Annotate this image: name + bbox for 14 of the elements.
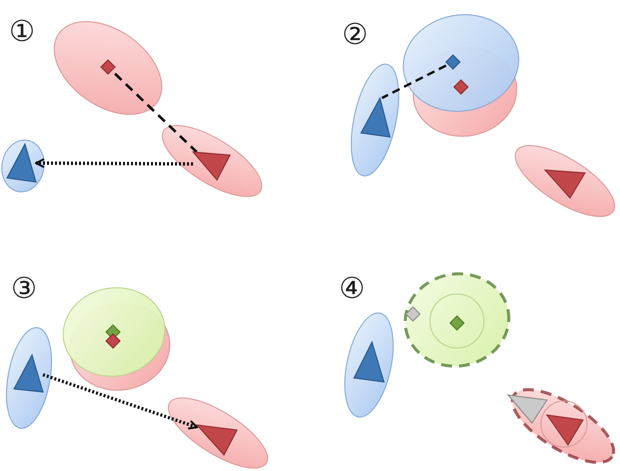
panel-number: ②	[342, 20, 368, 48]
diamond-icon	[100, 59, 116, 75]
dotted-arrow	[42, 373, 198, 430]
dotted-arrow	[35, 158, 194, 168]
panel-number: ③	[11, 274, 37, 302]
triangle-icon	[13, 354, 44, 393]
triangle-icon	[196, 424, 238, 456]
triangle-icon	[360, 97, 391, 138]
triangle-icon	[6, 143, 37, 183]
panel-number: ④	[339, 274, 365, 302]
dashed-line	[114, 72, 198, 153]
diamond-icon	[445, 54, 461, 70]
panel-number: ①	[9, 16, 35, 46]
triangle-icon	[192, 151, 231, 181]
